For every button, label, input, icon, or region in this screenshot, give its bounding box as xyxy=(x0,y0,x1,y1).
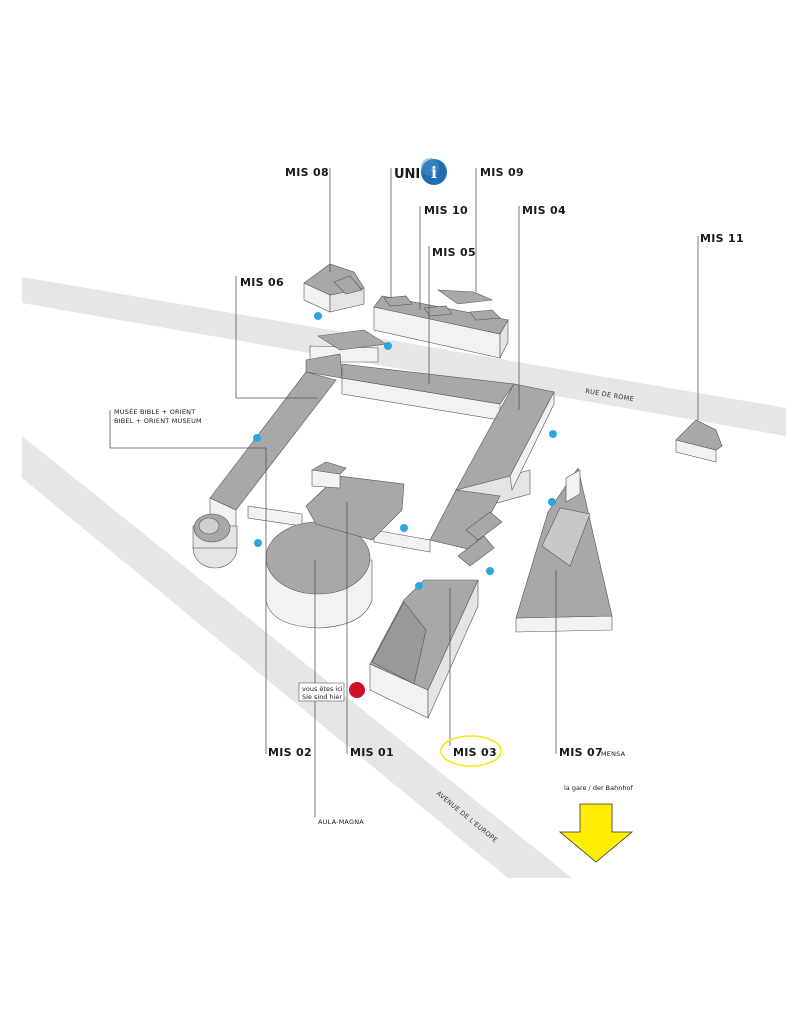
label-mis-02: MIS 02 xyxy=(268,746,312,759)
building-mis-02[interactable] xyxy=(192,513,238,569)
label-mis-09: MIS 09 xyxy=(480,166,524,179)
label-mis-01: MIS 01 xyxy=(350,746,394,759)
label-mis-05: MIS 05 xyxy=(432,246,476,259)
mis-03-highlight xyxy=(440,735,502,767)
building-mis-08[interactable] xyxy=(303,263,365,313)
label-museum-fr: MUSÉE BIBLE + ORIENT xyxy=(114,407,195,416)
building-bridge xyxy=(247,505,303,527)
label-museum-de: BIBEL + ORIENT MUSEUM xyxy=(114,417,202,425)
building-mis-03[interactable] xyxy=(369,579,479,719)
info-icon[interactable]: i xyxy=(421,158,447,185)
station-arrow[interactable] xyxy=(558,803,634,863)
building-link-south[interactable] xyxy=(373,489,503,567)
you-are-here-de: Sie sind hier xyxy=(302,693,342,701)
label-mis-04: MIS 04 xyxy=(522,204,566,217)
road-rue-de-rome xyxy=(22,277,786,436)
label-uni: UNI xyxy=(394,167,420,182)
label-mis-03: MIS 03 xyxy=(453,746,497,759)
building-mis-11[interactable] xyxy=(675,419,723,463)
svg-text:i: i xyxy=(431,163,437,182)
building-mis-01[interactable] xyxy=(265,461,405,629)
building-mis-10-09[interactable] xyxy=(373,289,509,359)
you-are-here-fr: vous êtes ici xyxy=(302,685,343,693)
label-station: la gare / der Bahnhof xyxy=(564,784,633,792)
label-mis-10: MIS 10 xyxy=(424,204,468,217)
label-mis-08: MIS 08 xyxy=(285,166,329,179)
road-avenue-de-l-europe xyxy=(22,436,572,878)
entrance-markers xyxy=(253,312,557,590)
label-aula-magna: AULA-MAGNA xyxy=(318,818,364,826)
label-mis-06: MIS 06 xyxy=(240,276,284,289)
building-mis-07[interactable] xyxy=(515,467,613,633)
label-mensa: MENSA xyxy=(601,750,626,758)
you-are-here-marker: vous êtes ici Sie sind hier xyxy=(298,682,365,702)
label-mis-11: MIS 11 xyxy=(700,232,744,245)
label-mis-07: MIS 07 xyxy=(559,746,603,759)
